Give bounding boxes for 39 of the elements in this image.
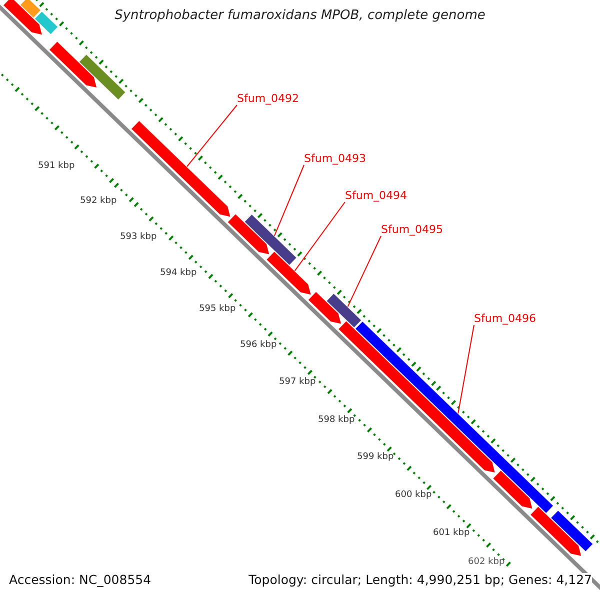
scale-label: 598 kbp: [318, 415, 355, 426]
gene-label: Sfum_0492: [237, 93, 300, 106]
scale-label: 591 kbp: [38, 161, 75, 172]
gene-label: Sfum_0493: [304, 153, 366, 166]
gene-block: [79, 54, 126, 100]
gene-block: [551, 510, 593, 552]
gene-segment: [530, 506, 582, 556]
gene-segment: [4, 0, 42, 35]
scale-label: 602 kbp: [468, 557, 505, 568]
gene-segment: [308, 292, 341, 324]
leader-line: [186, 104, 238, 168]
scale-label: 599 kbp: [357, 452, 394, 462]
scale-label: 592 kbp: [80, 196, 117, 206]
gene-block: [20, 0, 40, 18]
title: Syntrophobacter fumaroxidans MPOB, complete genome: [114, 9, 486, 24]
gene-segment: [132, 121, 230, 217]
genome-info-text: Topology: circular; Length: 4,990,251 bp; Genes: 4,127: [248, 573, 592, 588]
scale-label: 596 kbp: [240, 340, 277, 350]
gene-label: Sfum_0496: [474, 313, 536, 326]
scale-label: 594 kbp: [160, 268, 197, 278]
leader-line: [274, 164, 304, 236]
gene-block: [34, 12, 58, 34]
leader-line: [294, 202, 346, 272]
leader-line: [458, 324, 474, 414]
scale-label: 601 kbp: [433, 528, 470, 538]
gene-block: [244, 214, 296, 265]
gene-segment: [266, 252, 311, 295]
scale-label: 595 kbp: [199, 304, 236, 314]
gene-label: Sfum_0495: [381, 224, 444, 237]
gene-label: Sfum_0494: [345, 190, 408, 203]
leader-line: [347, 236, 382, 308]
scale-label: 600 kbp: [395, 490, 432, 500]
gene-block: [326, 294, 362, 328]
gene-segment: [493, 470, 532, 509]
accession-text: Accession: NC_008554: [9, 573, 152, 588]
scale-label: 593 kbp: [120, 232, 157, 242]
gene-segment: [50, 42, 96, 88]
scale-label: 597 kbp: [279, 377, 316, 388]
gene-segment: [228, 214, 270, 254]
